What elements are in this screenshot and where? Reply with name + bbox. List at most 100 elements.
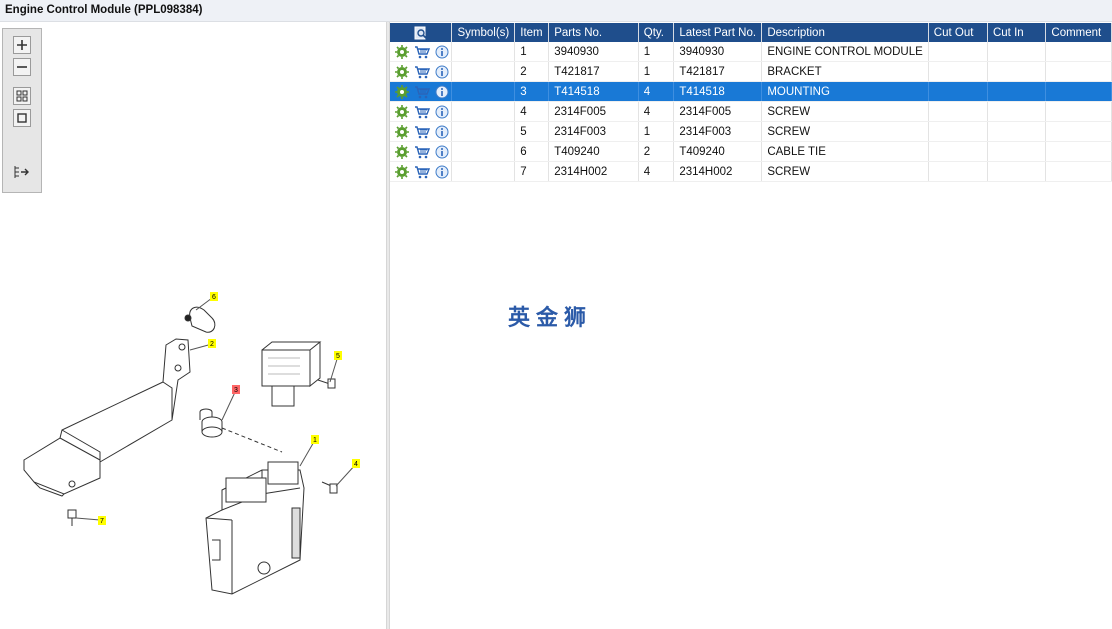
cart-icon[interactable] xyxy=(414,105,431,119)
export-button[interactable] xyxy=(13,163,31,181)
header-comment[interactable]: Comment xyxy=(1045,23,1112,42)
info-icon[interactable] xyxy=(434,105,450,119)
cell-description: MOUNTING xyxy=(761,81,929,102)
mounting-part xyxy=(199,408,223,438)
cell-item: 5 xyxy=(514,121,550,142)
table-row[interactable]: 3 T414518 4 T414518 MOUNTING xyxy=(390,81,1112,102)
header-latest-part-no[interactable]: Latest Part No. xyxy=(673,23,763,42)
cell-symbols xyxy=(451,81,516,102)
header-cut-in[interactable]: Cut In xyxy=(987,23,1047,42)
header-parts-no[interactable]: Parts No. xyxy=(548,23,639,42)
cell-latest-part-no: T414518 xyxy=(673,81,763,102)
cell-latest-part-no: 3940930 xyxy=(673,42,763,62)
header-description[interactable]: Description xyxy=(761,23,929,42)
cell-cut-out xyxy=(928,121,988,142)
cell-qty: 4 xyxy=(638,161,675,182)
cell-item: 2 xyxy=(514,61,550,82)
table-row[interactable]: 1 3940930 1 3940930 ENGINE CONTROL MODUL… xyxy=(390,42,1112,62)
cell-description: SCREW xyxy=(761,101,929,122)
row-actions xyxy=(390,141,453,162)
row-actions xyxy=(390,101,453,122)
view-toolbar xyxy=(2,28,42,193)
cart-icon[interactable] xyxy=(414,45,431,59)
cell-parts-no: 3940930 xyxy=(548,42,639,62)
cell-qty: 1 xyxy=(638,61,675,82)
cell-comment xyxy=(1045,61,1112,82)
cell-item: 4 xyxy=(514,101,550,122)
cell-description: SCREW xyxy=(761,121,929,142)
info-icon[interactable] xyxy=(434,145,450,159)
gear-icon[interactable] xyxy=(394,44,410,59)
info-icon[interactable] xyxy=(434,125,450,139)
header-qty[interactable]: Qty. xyxy=(638,23,675,42)
cell-description: CABLE TIE xyxy=(761,141,929,162)
cart-icon[interactable] xyxy=(414,125,431,139)
fit-window-button[interactable] xyxy=(13,109,31,127)
cell-cut-in xyxy=(987,101,1047,122)
table-row[interactable]: 6 T409240 2 T409240 CABLE TIE xyxy=(390,141,1112,162)
cell-latest-part-no: 2314H002 xyxy=(673,161,763,182)
minus-icon xyxy=(17,66,27,68)
cell-latest-part-no: T409240 xyxy=(673,141,763,162)
svg-text:5: 5 xyxy=(336,353,340,360)
cell-cut-in xyxy=(987,61,1047,82)
zoom-out-button[interactable] xyxy=(13,58,31,76)
callout-3: 3 xyxy=(232,385,240,394)
cell-parts-no: 2314H002 xyxy=(548,161,639,182)
info-icon[interactable] xyxy=(434,45,450,59)
gear-icon[interactable] xyxy=(394,64,410,79)
info-icon[interactable] xyxy=(434,85,450,99)
callout-5: 5 xyxy=(334,351,342,360)
cell-parts-no: 2314F005 xyxy=(548,101,639,122)
info-icon[interactable] xyxy=(434,65,450,79)
table-row[interactable]: 4 2314F005 4 2314F005 SCREW xyxy=(390,101,1112,122)
gear-icon[interactable] xyxy=(394,104,410,119)
fit-all-button[interactable] xyxy=(13,87,31,105)
callout-2: 2 xyxy=(208,339,216,348)
cell-symbols xyxy=(451,101,516,122)
info-icon[interactable] xyxy=(434,165,450,179)
cart-icon[interactable] xyxy=(414,85,431,99)
zoom-in-button[interactable] xyxy=(13,36,31,54)
cell-cut-out xyxy=(928,61,988,82)
ecm-part xyxy=(205,461,305,595)
exploded-parts-drawing[interactable]: 6 2 5 3 1 4 7 xyxy=(0,22,386,629)
cell-comment xyxy=(1045,141,1112,162)
cell-item: 1 xyxy=(514,42,550,62)
cell-qty: 4 xyxy=(638,81,675,102)
gear-icon[interactable] xyxy=(394,144,410,159)
cell-comment xyxy=(1045,81,1112,102)
cell-parts-no: T421817 xyxy=(548,61,639,82)
cell-cut-in xyxy=(987,161,1047,182)
cell-comment xyxy=(1045,42,1112,62)
cell-comment xyxy=(1045,161,1112,182)
cell-cut-out xyxy=(928,81,988,102)
gear-icon[interactable] xyxy=(394,164,410,179)
header-search-cell[interactable] xyxy=(390,23,453,42)
gear-icon[interactable] xyxy=(394,124,410,139)
cell-description: SCREW xyxy=(761,161,929,182)
header-item[interactable]: Item xyxy=(514,23,550,42)
table-row[interactable]: 5 2314F003 1 2314F003 SCREW xyxy=(390,121,1112,142)
cell-qty: 2 xyxy=(638,141,675,162)
search-document-icon[interactable] xyxy=(413,26,429,40)
gear-icon[interactable] xyxy=(394,84,410,99)
illustration-pane[interactable]: 6 2 5 3 1 4 7 xyxy=(0,22,386,629)
cell-cut-in xyxy=(987,42,1047,62)
cell-comment xyxy=(1045,101,1112,122)
cell-symbols xyxy=(451,42,516,62)
pane-splitter[interactable] xyxy=(386,22,390,629)
cart-icon[interactable] xyxy=(414,165,431,179)
header-cut-out[interactable]: Cut Out xyxy=(928,23,988,42)
svg-text:3: 3 xyxy=(234,387,238,394)
cell-item: 3 xyxy=(514,81,550,102)
header-symbols[interactable]: Symbol(s) xyxy=(451,23,516,42)
svg-text:2: 2 xyxy=(210,341,214,348)
svg-text:7: 7 xyxy=(100,518,104,525)
callout-7: 7 xyxy=(98,516,106,525)
cart-icon[interactable] xyxy=(414,65,431,79)
cable-tie-part xyxy=(189,306,216,333)
cart-icon[interactable] xyxy=(414,145,431,159)
table-row[interactable]: 7 2314H002 4 2314H002 SCREW xyxy=(390,161,1112,182)
table-row[interactable]: 2 T421817 1 T421817 BRACKET xyxy=(390,61,1112,82)
